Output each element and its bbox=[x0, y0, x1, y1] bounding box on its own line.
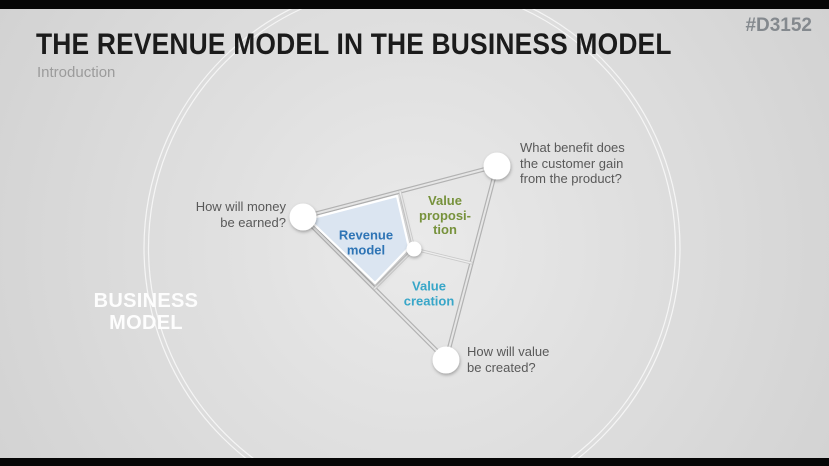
bottom-frame-bar bbox=[0, 458, 829, 466]
top-frame-bar bbox=[0, 0, 829, 9]
node-money[interactable] bbox=[289, 203, 317, 231]
label-revenue-model: Revenue model bbox=[338, 227, 394, 257]
background-ring-outer bbox=[143, 0, 681, 466]
node-benefit[interactable] bbox=[483, 152, 511, 180]
question-benefit: What benefit does the customer gain from… bbox=[520, 140, 625, 187]
node-center[interactable] bbox=[406, 241, 422, 257]
page-title: THE REVENUE MODEL IN THE BUSINESS MODEL bbox=[36, 28, 672, 61]
watermark-business-model: BUSINESS MODEL bbox=[93, 290, 199, 335]
label-value-proposition: Value proposi- tion bbox=[419, 193, 471, 238]
question-created: How will value be created? bbox=[467, 344, 550, 375]
label-value-creation: Value creation bbox=[403, 278, 455, 308]
node-created[interactable] bbox=[432, 346, 460, 374]
segment-dividers bbox=[373, 190, 473, 290]
product-code: #D3152 bbox=[745, 15, 812, 36]
page-subtitle: Introduction bbox=[37, 64, 116, 81]
background-ring-inner bbox=[147, 0, 677, 466]
question-money: How will money be earned? bbox=[195, 199, 286, 230]
